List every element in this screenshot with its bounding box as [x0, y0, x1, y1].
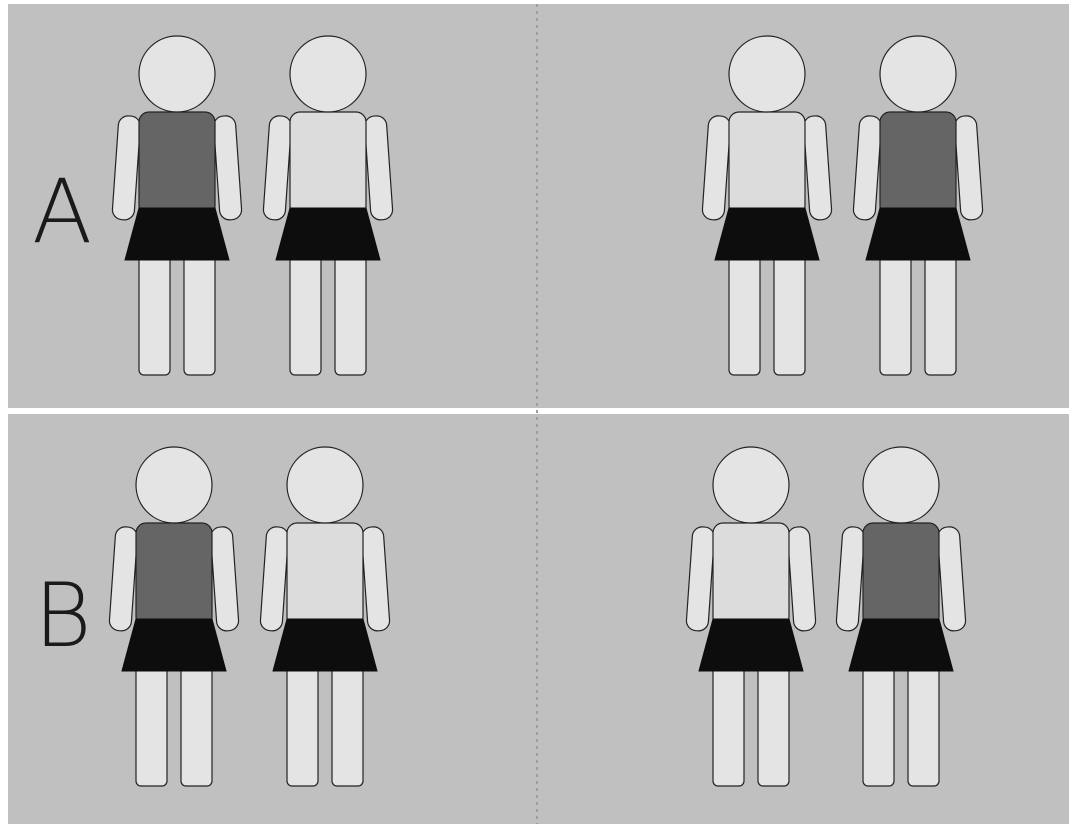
skirt	[125, 208, 229, 260]
light-shirt	[290, 112, 366, 216]
right-leg	[181, 661, 212, 786]
left-leg	[729, 250, 760, 375]
skirt	[715, 208, 819, 260]
dark-shirt	[880, 112, 956, 216]
dark-shirt	[139, 112, 215, 216]
left-leg	[863, 661, 894, 786]
panel-label-b: B	[34, 564, 92, 667]
right-leg	[774, 250, 805, 375]
dark-shirt	[136, 523, 212, 627]
left-leg	[290, 250, 321, 375]
skirt	[699, 619, 803, 671]
light-shirt	[713, 523, 789, 627]
skirt	[866, 208, 970, 260]
left-leg	[287, 661, 318, 786]
head	[287, 447, 363, 523]
head	[880, 36, 956, 112]
head	[139, 36, 215, 112]
dark-shirt	[863, 523, 939, 627]
skirt	[276, 208, 380, 260]
right-leg	[925, 250, 956, 375]
head	[863, 447, 939, 523]
right-leg	[335, 250, 366, 375]
skirt	[273, 619, 377, 671]
head	[713, 447, 789, 523]
left-leg	[136, 661, 167, 786]
head	[290, 36, 366, 112]
light-shirt	[729, 112, 805, 216]
light-shirt	[287, 523, 363, 627]
right-leg	[332, 661, 363, 786]
left-leg	[713, 661, 744, 786]
head	[729, 36, 805, 112]
right-leg	[758, 661, 789, 786]
skirt	[122, 619, 226, 671]
head	[136, 447, 212, 523]
skirt	[849, 619, 953, 671]
panel-label-a: A	[32, 160, 92, 263]
right-leg	[184, 250, 215, 375]
left-leg	[880, 250, 911, 375]
left-leg	[139, 250, 170, 375]
right-leg	[908, 661, 939, 786]
